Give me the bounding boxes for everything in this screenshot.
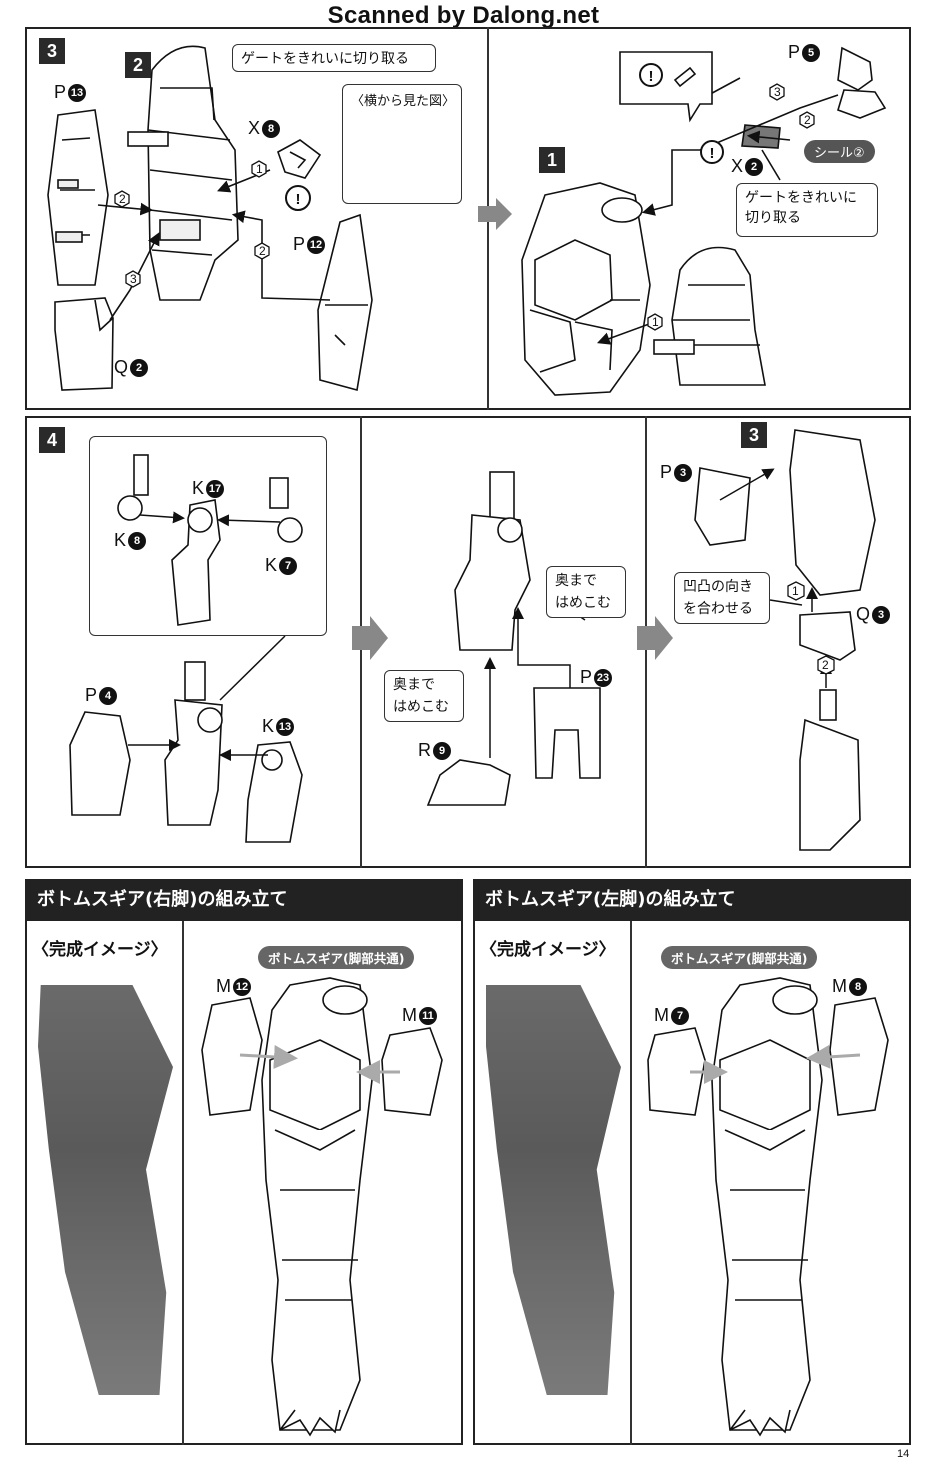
step4-detail-box — [89, 436, 327, 636]
insert-upper-line2: はめこむ — [555, 595, 611, 611]
svg-text:!: ! — [649, 68, 654, 85]
right-leg-image-label: 〈完成イメージ〉 — [32, 940, 168, 960]
left-leg-divider — [630, 921, 632, 1445]
step3-left-illustration: ! ! — [47, 45, 419, 392]
step3-right-order-3: 3 — [774, 85, 781, 99]
step4-illustration — [69, 429, 876, 851]
step4-note-insert-lower: 奥まで はめこむ — [384, 670, 464, 722]
step3-sub-number-1: 1 — [539, 147, 565, 173]
step4-sub-number-3: 3 — [741, 422, 767, 448]
step3-order-3: 3 — [130, 272, 137, 286]
step3-note-gate-left: ゲートをきれいに切り取る — [232, 44, 436, 72]
page-number: 14 — [897, 1448, 910, 1460]
insert-upper-line1: 奥まで — [555, 573, 597, 589]
sticker-badge: シール② — [804, 140, 875, 163]
step3-sub-number-2: 2 — [125, 52, 151, 78]
right-leg-title: ボトムスギア(右脚)の組み立て — [25, 879, 463, 921]
watermark: Scanned by Dalong.net — [327, 2, 600, 29]
side-view-label: 〈横から見た図〉 — [351, 94, 456, 109]
align-line2: を合わせる — [683, 601, 753, 617]
step3-note-gate-right: ゲートをきれいに 切り取る — [736, 183, 878, 237]
right-leg-divider — [182, 921, 184, 1445]
step3-order-2-a: 2 — [119, 192, 126, 206]
align-line1: 凹凸の向き — [683, 579, 753, 595]
right-leg-common-label: ボトムスギア(脚部共通) — [258, 946, 415, 969]
step3-number: 3 — [39, 38, 65, 64]
step3-note-side-view: 〈横から見た図〉 — [342, 84, 462, 204]
step3-right-order-2: 2 — [804, 113, 811, 127]
step4-order-1: 1 — [792, 584, 799, 598]
left-leg-common-label: ボトムスギア(脚部共通) — [661, 946, 818, 969]
svg-text:!: ! — [296, 191, 301, 208]
left-leg-image-label: 〈完成イメージ〉 — [480, 940, 616, 960]
step4-order-2: 2 — [822, 658, 829, 672]
step3-right-order-1: 1 — [652, 315, 659, 329]
step4-note-insert-upper: 奥まで はめこむ — [546, 566, 626, 618]
insert-lower-line2: はめこむ — [393, 699, 449, 715]
step4-number: 4 — [39, 427, 65, 453]
gate-right-line2: 切り取る — [745, 210, 801, 226]
step3-right-illustration: ! ! — [521, 46, 887, 396]
insert-lower-line1: 奥まで — [393, 677, 435, 693]
svg-text:!: ! — [710, 145, 715, 162]
step3-order-1: 1 — [256, 162, 263, 176]
gate-right-line1: ゲートをきれいに — [745, 190, 857, 206]
left-leg-title: ボトムスギア(左脚)の組み立て — [473, 879, 911, 921]
step3-next-arrow — [478, 198, 512, 230]
step4-note-align: 凹凸の向き を合わせる — [674, 572, 770, 624]
step3-order-2-b: 2 — [259, 244, 266, 258]
